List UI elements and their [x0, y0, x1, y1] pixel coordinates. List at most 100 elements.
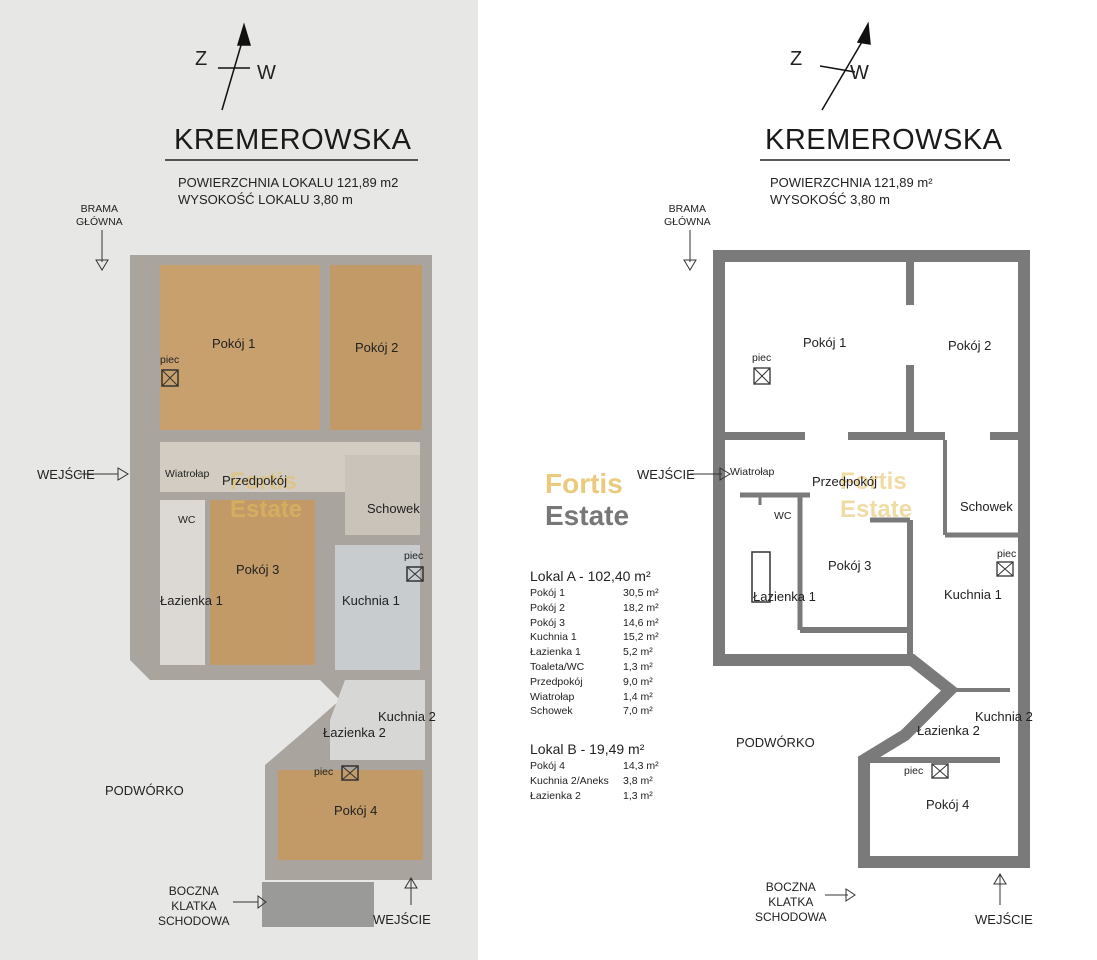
room-schowek: Schowek	[367, 501, 420, 516]
room-name: Pokój 1	[530, 587, 566, 599]
area-row: Schowek 7,0 m²	[530, 704, 670, 719]
room-kuchnia-1: Kuchnia 1	[944, 587, 1002, 602]
room-area: 1,3 m²	[623, 789, 653, 802]
room-area: 14,3 m²	[623, 760, 659, 773]
watermark-text: Fortis	[230, 468, 297, 495]
room-area: 5,2 m²	[623, 646, 653, 659]
watermark-text: Estate	[840, 496, 913, 523]
room-area: 18,2 m²	[623, 601, 659, 614]
rendered-floor-plan	[78, 230, 432, 927]
area-info-right: POWIERZCHNIA 121,89 m² WYSOKOŚĆ 3,80 m	[770, 174, 933, 208]
room-lazienka-1: Łazienka 1	[753, 589, 816, 604]
compass-w-left: W	[257, 62, 276, 84]
room-area: 7,0 m²	[623, 705, 653, 718]
room-name: Kuchnia 1	[530, 631, 577, 644]
room-area: 14,6 m²	[623, 616, 659, 629]
room-lazienka-1: Łazienka 1	[160, 593, 223, 608]
room-pokoj-3: Pokój 3	[236, 562, 280, 577]
watermark-text: Fortis	[840, 468, 907, 495]
room-kuchnia-2: Kuchnia 2	[378, 709, 436, 724]
room-name: Toaleta/WC	[530, 660, 585, 673]
room-pokoj-3: Pokój 3	[828, 558, 872, 573]
room-pokoj-1: Pokój 1	[212, 336, 256, 351]
area-row: Łazienka 2 1,3 m²	[530, 789, 670, 804]
compass-z-left: Z	[195, 48, 208, 70]
line-floor-plan	[683, 230, 1030, 905]
watermark-text: Fortis	[545, 468, 623, 499]
stove-label: piec	[752, 352, 772, 364]
area-row: Pokój 1 30,5 m²	[530, 586, 670, 601]
room-przedpokoj: Przedpokój	[812, 474, 878, 489]
room-name: Kuchnia 2/Aneks	[530, 774, 609, 787]
area-row: Łazienka 1 5,2 m²	[530, 645, 670, 660]
room-wc: WC	[774, 510, 792, 522]
ceiling-height: WYSOKOŚĆ 3,80 m	[770, 192, 890, 207]
entrance-label: WEJŚCIE	[37, 467, 95, 482]
entrance-label-2: WEJŚCIE	[975, 912, 1033, 927]
stove-label: piec	[160, 354, 180, 366]
room-name: Schowek	[530, 705, 573, 718]
room-schowek: Schowek	[960, 499, 1013, 514]
area-info-left: POWIERZCHNIA LOKALU 121,89 m2 WYSOKOŚĆ LO…	[178, 174, 398, 208]
room-wiatrolap: Wiatrołap	[165, 468, 210, 480]
room-wiatrolap: Wiatrołap	[730, 466, 775, 478]
room-pokoj-2: Pokój 2	[355, 340, 399, 355]
stove-label: piec	[997, 548, 1017, 560]
room-name: Łazienka 2	[530, 789, 581, 802]
area-row: Przedpokój 9,0 m²	[530, 675, 670, 690]
room-wc: WC	[178, 514, 196, 526]
room-area: 3,8 m²	[623, 774, 653, 787]
area-row: Pokój 3 14,6 m²	[530, 616, 670, 631]
room-area: 9,0 m²	[623, 675, 653, 688]
north-arrow-left	[218, 22, 252, 111]
room-area: 1,3 m²	[623, 660, 653, 673]
room-lazienka-2: Łazienka 2	[917, 723, 980, 738]
room-name: Pokój 4	[530, 760, 566, 773]
area-row: Kuchnia 1 15,2 m²	[530, 630, 670, 645]
entrance-label-2: WEJŚCIE	[373, 912, 431, 927]
room-kuchnia-2: Kuchnia 2	[975, 709, 1033, 724]
room-name: Pokój 2	[530, 601, 566, 614]
total-area: POWIERZCHNIA LOKALU 121,89 m2	[178, 175, 399, 190]
watermark-text: Estate	[545, 500, 630, 531]
room-area: 30,5 m²	[623, 587, 659, 599]
street-title-right: KREMEROWSKA	[765, 124, 1003, 156]
room-kuchnia-1: Kuchnia 1	[342, 593, 400, 608]
compass-z-right: Z	[790, 48, 803, 70]
street-title-left: KREMEROWSKA	[174, 124, 412, 156]
courtyard-label: PODWÓRKO	[105, 783, 184, 798]
area-row: Wiatrołap 1,4 m²	[530, 690, 670, 705]
room-pokoj-4: Pokój 4	[334, 803, 378, 818]
room-name: Pokój 3	[530, 616, 566, 629]
room-name: Przedpokój	[530, 675, 583, 688]
total-area: POWIERZCHNIA 121,89 m²	[770, 175, 933, 190]
stove-label: piec	[314, 766, 334, 778]
entrance-label: WEJŚCIE	[637, 467, 695, 482]
area-row: Pokój 4 14,3 m²	[530, 759, 670, 774]
room-area: 1,4 m²	[623, 690, 653, 703]
stove-label: piec	[404, 550, 424, 562]
lokal-b-title: Lokal B - 19,49 m²	[530, 741, 645, 758]
room-pokoj-4: Pokój 4	[926, 797, 970, 812]
north-arrow-right	[819, 21, 871, 111]
room-pokoj-2: Pokój 2	[948, 338, 992, 353]
room-area: 15,2 m²	[623, 631, 659, 644]
room-przedpokoj: Przedpokój	[222, 473, 288, 488]
room-name: Wiatrołap	[530, 690, 575, 703]
area-row: Kuchnia 2/Aneks 3,8 m²	[530, 774, 670, 789]
room-name: Łazienka 1	[530, 646, 581, 659]
stove-label: piec	[904, 765, 924, 777]
lokal-a-title: Lokal A - 102,40 m²	[530, 568, 651, 584]
ceiling-height: WYSOKOŚĆ LOKALU 3,80 m	[178, 192, 353, 207]
area-row: Pokój 2 18,2 m²	[530, 601, 670, 616]
compass-w-right: W	[850, 62, 869, 84]
